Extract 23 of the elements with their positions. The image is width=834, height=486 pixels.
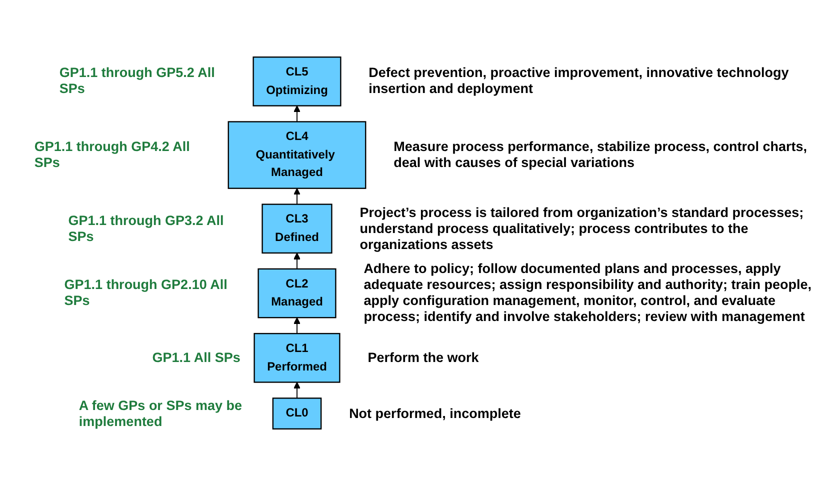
level-requirements: GP1.1 through GP2.10 All SPs [64,277,228,310]
arrow [294,252,300,270]
level-description: Project’s process is tailored from organization’s standard processes; understand process qualitatively; process contributes to the organizations assets [360,204,805,253]
level-requirements: GP1.1 through GP5.2 All SPs [59,65,216,98]
node-box: CL1 Performed [254,332,340,383]
arrow [294,188,300,205]
level-description: Not performed, incomplete [349,406,522,422]
level-requirements: GP1.1 through GP3.2 All SPs [68,212,225,245]
node-box: CL3 Defined [262,204,332,254]
level-description: Adhere to policy; follow documented plans and processes, apply adequate resources; assign responsibility and authority; train people, apply configuration management, monitor, control, and evaluate process; identify and involve stakeholders; review with management [364,261,813,326]
node-box: CL2 Managed [258,268,336,318]
arrow [294,105,300,122]
arrow [294,317,300,334]
level-requirements: GP1.1 All SPs [152,350,240,366]
node-box: CL4 Quantitatively Managed [228,121,366,189]
level-requirements: A few GPs or SPs may be implemented [78,398,243,430]
node-box: CL0 [272,398,322,430]
arrow [294,382,300,399]
level-description: Perform the work [368,350,480,366]
level-description: Measure process performance, stabilize process, control charts, deal with causes of special variations [394,139,808,172]
node-box: CL5 Optimizing [252,56,342,106]
level-description: Defect prevention, proactive improvement, innovative technology insertion and deployment [368,65,790,98]
level-requirements: GP1.1 through GP4.2 All SPs [34,139,191,172]
